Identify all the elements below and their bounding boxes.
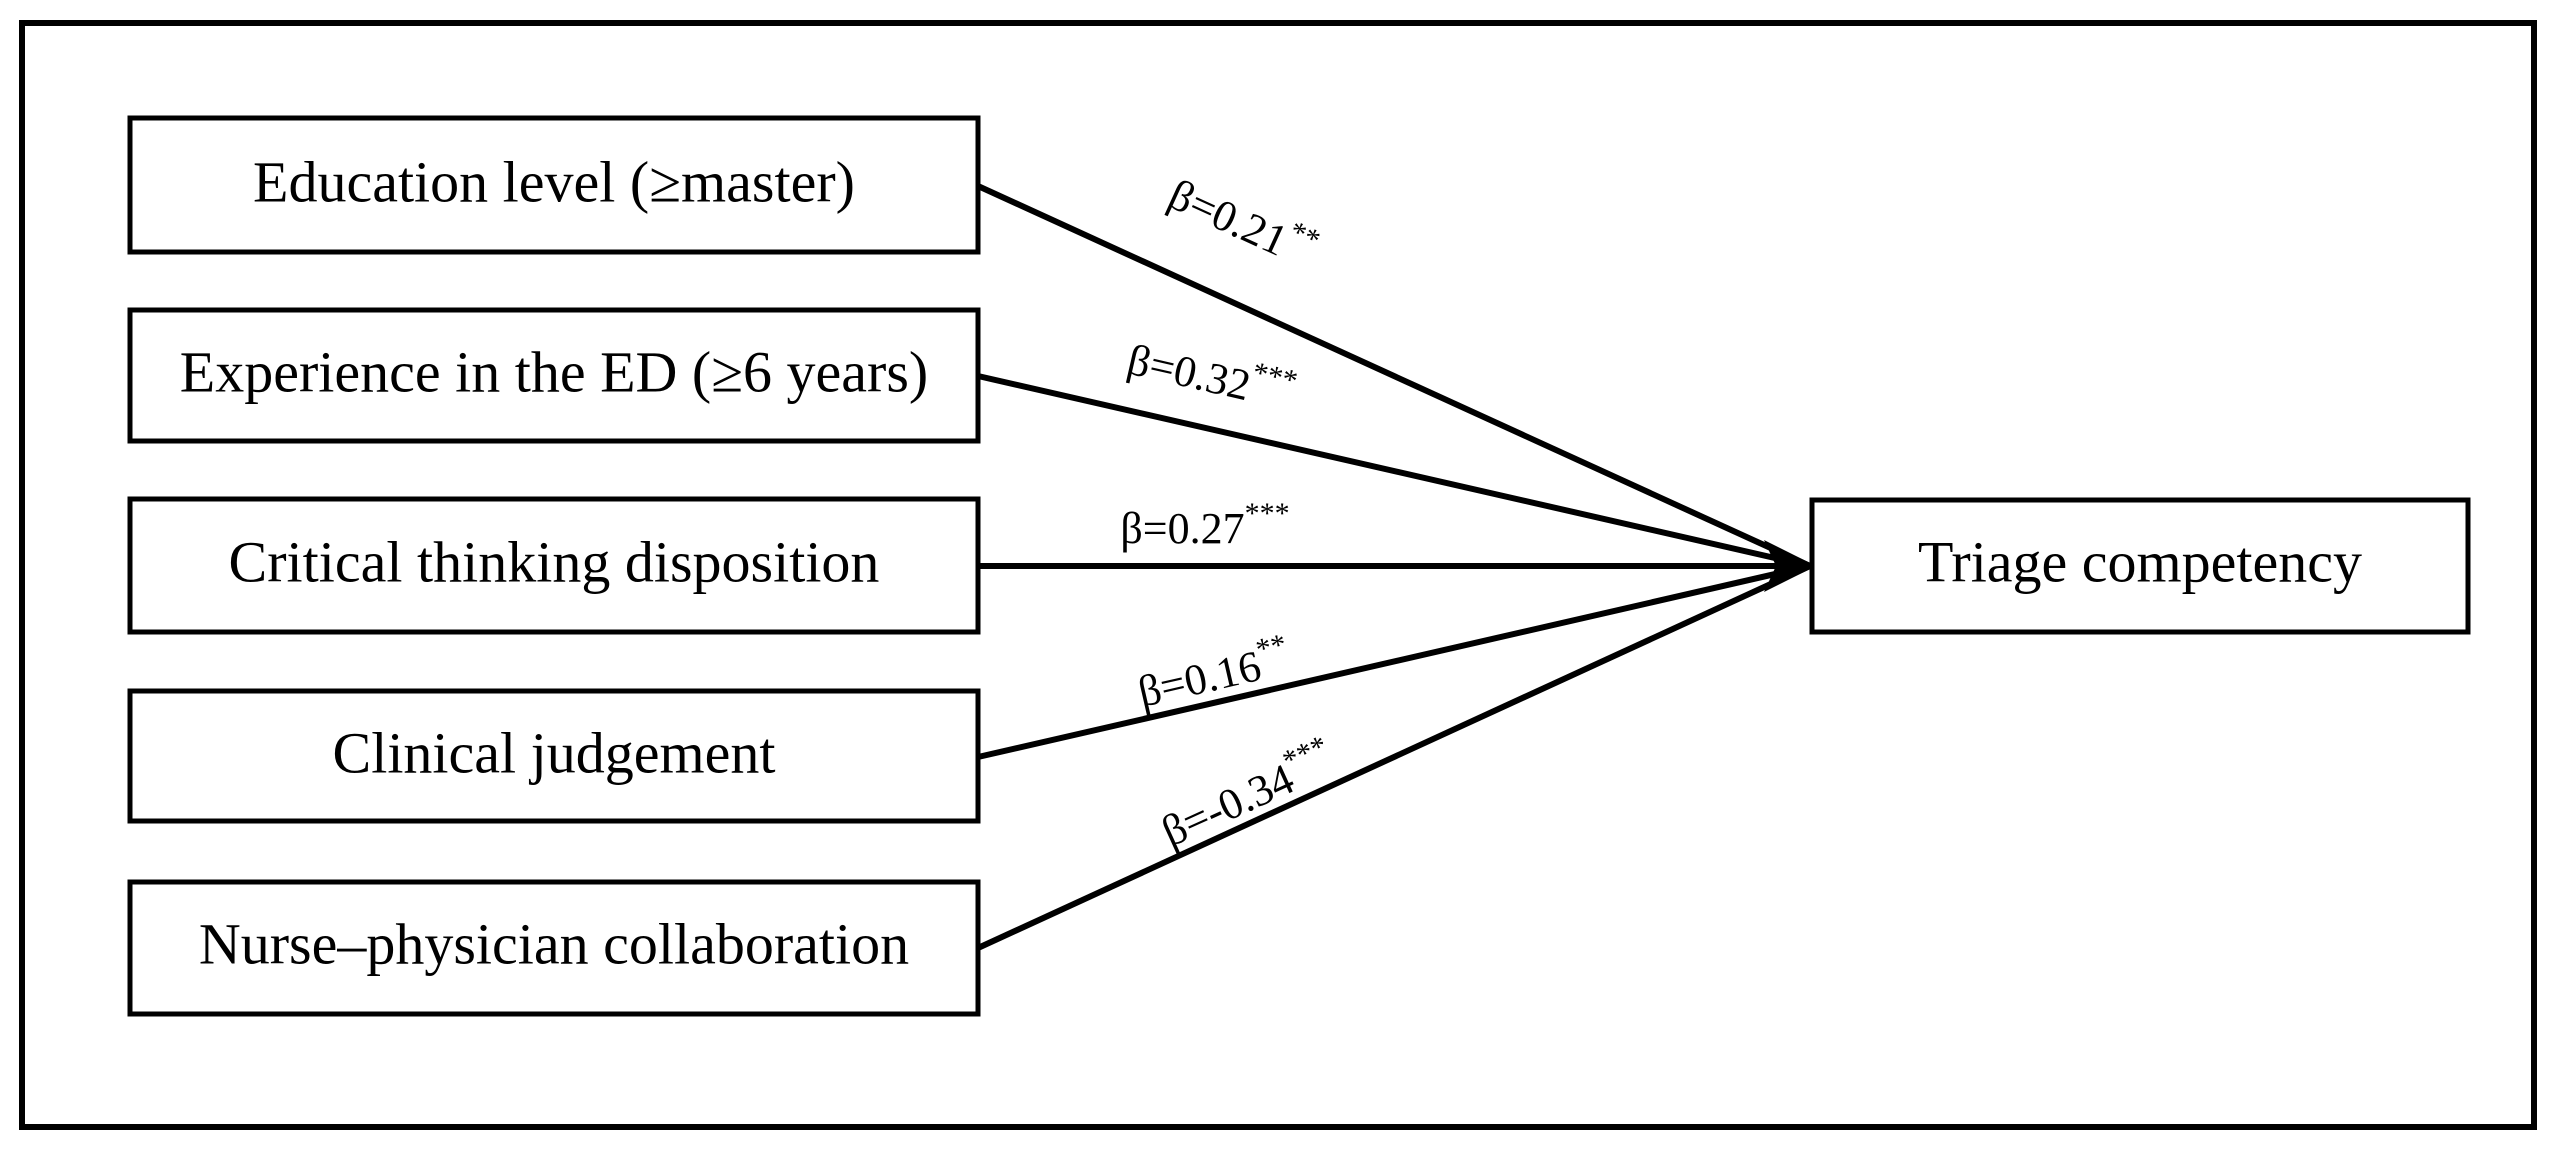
node-box-critical-thinking[interactable] xyxy=(127,496,981,635)
arrow-head-icon xyxy=(1764,540,1816,592)
node-box-triage-competency[interactable] xyxy=(1809,497,2471,635)
coef-group-critical-thinking: β=0.27*** xyxy=(1120,497,1289,553)
path-line-experience-ed xyxy=(977,373,1811,569)
coef-stars-clinical-judgement: ** xyxy=(1253,628,1290,667)
node-box-nurse-physician-collaboration[interactable] xyxy=(127,879,981,1017)
node-label-triage-competency: Triage competency xyxy=(1918,529,2362,594)
node-label-experience-ed: Experience in the ED (≥6 years) xyxy=(180,339,928,404)
node-box-clinical-judgement[interactable] xyxy=(127,688,981,824)
path-line-clinical-judgement xyxy=(977,563,1811,760)
node-box-education-level[interactable] xyxy=(127,115,981,255)
node-label-clinical-judgement: Clinical judgement xyxy=(333,720,776,785)
path-line-nurse-physician-collaboration xyxy=(976,563,1812,951)
path-line-education-level xyxy=(976,183,1812,569)
coef-value-critical-thinking: β=0.27 xyxy=(1120,504,1244,553)
node-label-education-level: Education level (≥master) xyxy=(253,149,855,214)
coef-stars-critical-thinking: *** xyxy=(1245,497,1290,530)
svg-text:β=0.27***: β=0.27*** xyxy=(1120,497,1289,553)
node-label-nurse-physician-collaboration: Nurse–physician collaboration xyxy=(199,911,909,976)
node-box-experience-ed[interactable] xyxy=(127,307,981,444)
node-label-critical-thinking: Critical thinking disposition xyxy=(229,529,880,594)
